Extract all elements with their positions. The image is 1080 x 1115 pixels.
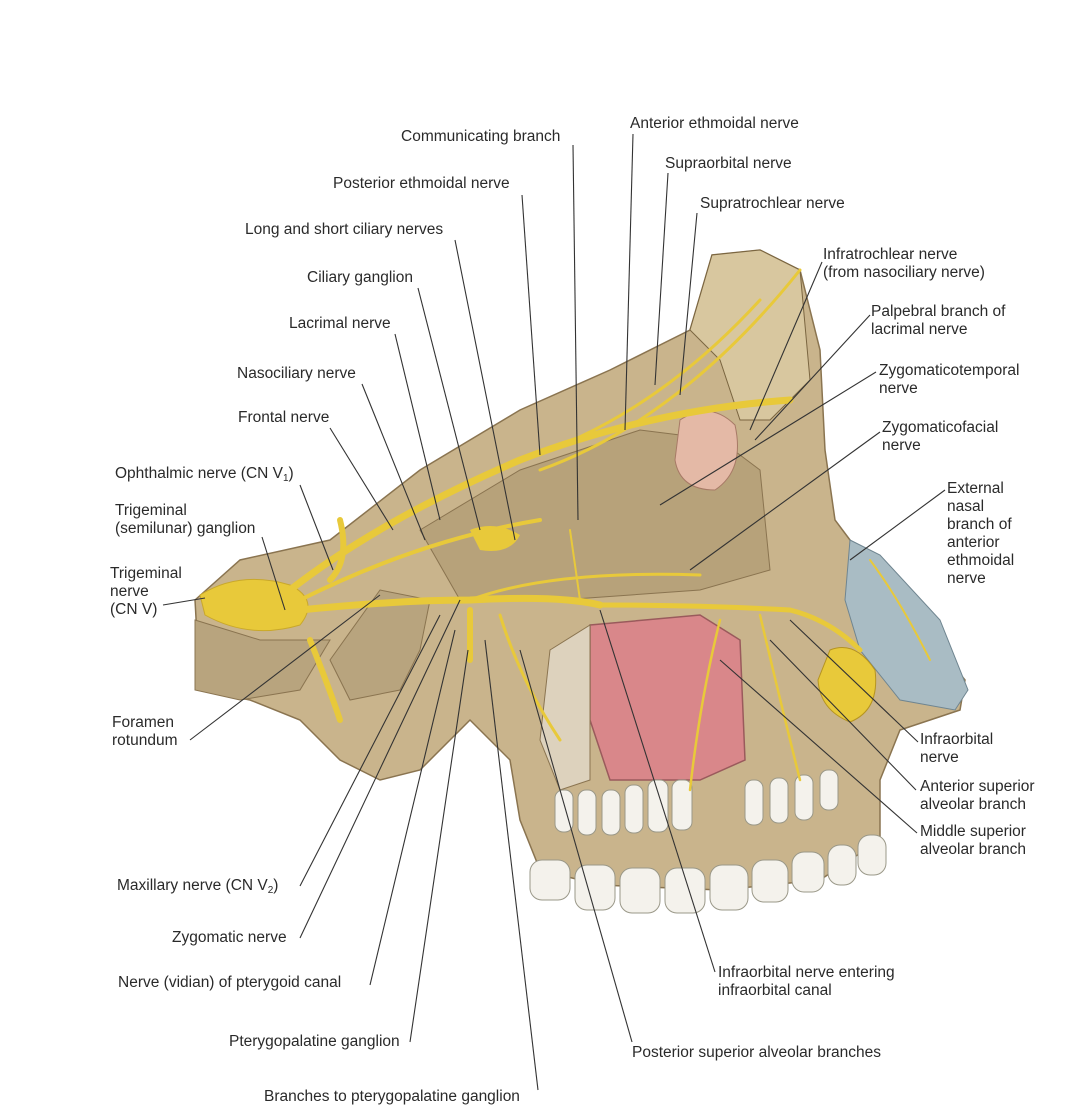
label-zygomatic-nerve: Zygomatic nerve [172, 929, 287, 946]
leader-line [789, 619, 919, 743]
label-posterior-ethmoidal-nerve: Posterior ethmoidal nerve [333, 175, 510, 192]
leader-line [484, 639, 539, 1091]
nerves [199, 268, 931, 792]
label-supraorbital-nerve: Supraorbital nerve [665, 155, 792, 172]
leader-line [624, 133, 634, 431]
label-lacrimal-nerve: Lacrimal nerve [289, 315, 391, 332]
leader-line [394, 333, 441, 521]
leader-lines [162, 133, 946, 1091]
leader-line [654, 172, 669, 386]
label-branches-to-pterygopalatine: Branches to pterygopalatine ganglion [264, 1088, 520, 1105]
leader-line [849, 489, 946, 561]
leader-line [754, 314, 871, 441]
leader-line [769, 639, 917, 791]
leader-line [749, 261, 823, 431]
nasal-cartilage [844, 539, 969, 711]
label-trigeminal-ganglion: Trigeminal(semilunar) ganglion [115, 502, 256, 537]
label-pterygopalatine-ganglion: Pterygopalatine ganglion [229, 1033, 400, 1050]
label-frontal-nerve: Frontal nerve [238, 409, 330, 426]
leader-line [719, 659, 918, 834]
label-anterior-ethmoidal-nerve: Anterior ethmoidal nerve [630, 115, 799, 132]
leader-line [659, 371, 877, 506]
leader-line [329, 427, 394, 531]
leader-line [299, 614, 441, 887]
label-supratrochlear-nerve: Supratrochlear nerve [700, 195, 845, 212]
leader-line [369, 629, 456, 986]
label-ciliary-ganglion: Ciliary ganglion [307, 269, 413, 286]
skull-base [194, 619, 331, 701]
label-ciliary-nerves: Long and short ciliary nerves [245, 221, 444, 238]
label-infratrochlear-nerve: Infratrochlear nerve(from nasociliary ne… [823, 246, 985, 281]
leader-line [679, 212, 698, 396]
maxillary-sinus [589, 614, 746, 781]
leader-line [409, 649, 469, 1043]
label-communicating-branch: Communicating branch [401, 128, 561, 145]
label-nasociliary-nerve: Nasociliary nerve [237, 365, 356, 382]
leader-line [361, 383, 426, 541]
leader-line [599, 609, 716, 973]
leader-line [261, 536, 286, 611]
label-maxillary-nerve: Maxillary nerve (CN V2) [117, 877, 279, 896]
leader-line [299, 484, 334, 571]
label-ophthalmic-nerve: Ophthalmic nerve (CN V1) [115, 465, 294, 484]
leader-line [521, 194, 541, 456]
leader-line [454, 239, 516, 541]
leader-line [572, 144, 579, 521]
lacrimal-gland [674, 410, 738, 491]
leader-line [162, 597, 206, 606]
leader-line [417, 287, 481, 531]
leader-line [189, 594, 381, 741]
leader-line [519, 649, 633, 1043]
leader-line [299, 599, 461, 939]
label-vidian-nerve: Nerve (vidian) of pterygoid canal [118, 974, 342, 991]
leader-line [689, 431, 881, 571]
label-posterior-superior-alveolar: Posterior superior alveolar branches [632, 1044, 881, 1061]
